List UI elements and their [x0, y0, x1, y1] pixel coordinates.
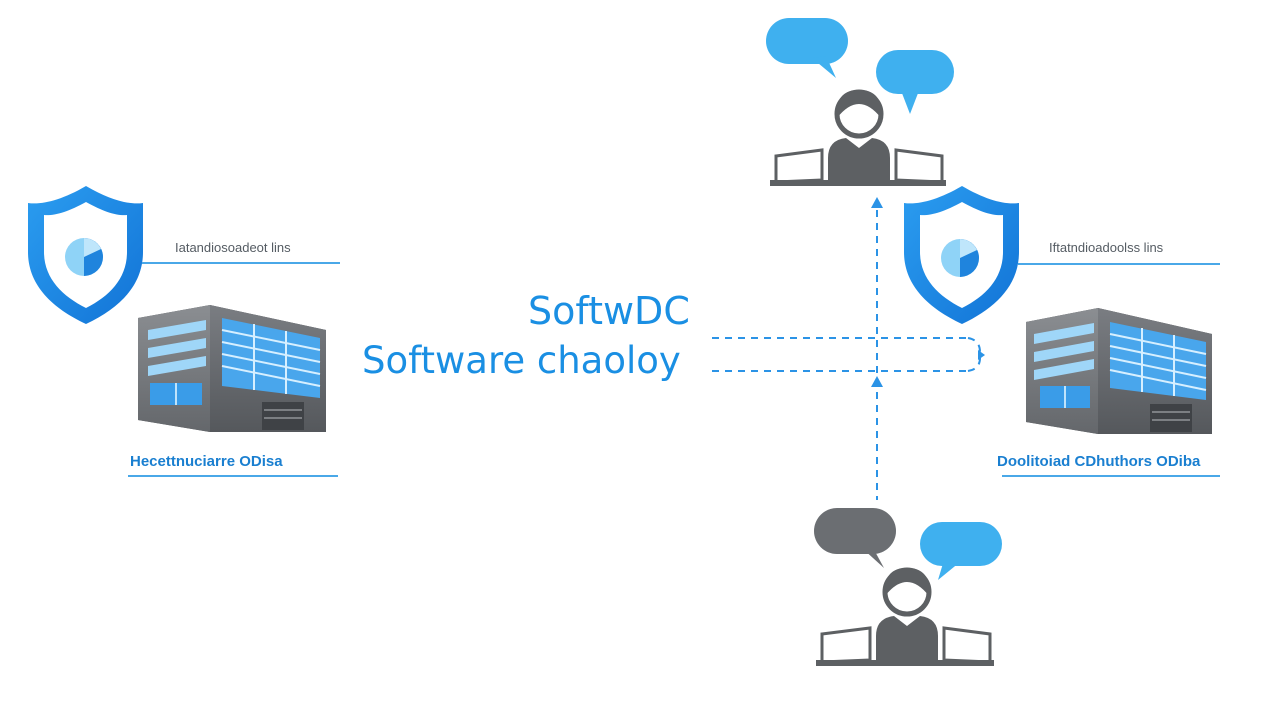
connector-arrowheads [871, 197, 985, 387]
diagram-title-line-2: Software chaoloy [362, 339, 681, 382]
dashed-connector-lines [712, 210, 981, 500]
bottom-user-speech-bubble-1-icon [814, 508, 896, 568]
bottom-user-speech-bubble-2-icon [920, 522, 1002, 580]
left-building-caption: Hecettnuciarre ODisa [130, 453, 283, 470]
arrow-up-top [871, 197, 883, 208]
arrow-up-middle [871, 376, 883, 387]
top-user-speech-bubble-1-icon [766, 18, 848, 78]
diagram-title-line-1: SoftwDC [528, 289, 690, 333]
arrow-right [978, 350, 985, 360]
right-shield-caption-rule [1018, 263, 1220, 265]
left-shield-caption: Iatandiosoadeot lins [175, 240, 291, 255]
right-building-caption: Doolitoiad CDhuthors ODiba [997, 453, 1201, 470]
left-building-caption-rule [128, 475, 338, 477]
right-shield-icon [904, 186, 1019, 324]
left-shield-caption-rule [142, 262, 340, 264]
right-building-caption-rule [1002, 475, 1220, 477]
top-user-workstation-icon [766, 18, 954, 186]
left-shield-icon [28, 186, 143, 324]
right-datacenter-building-icon [1026, 308, 1212, 434]
right-shield-caption: Iftatndioadoolss lins [1049, 240, 1164, 255]
top-user-speech-bubble-2-icon [876, 50, 954, 114]
left-datacenter-building-icon [138, 305, 326, 432]
bottom-user-workstation-icon [814, 508, 1002, 666]
